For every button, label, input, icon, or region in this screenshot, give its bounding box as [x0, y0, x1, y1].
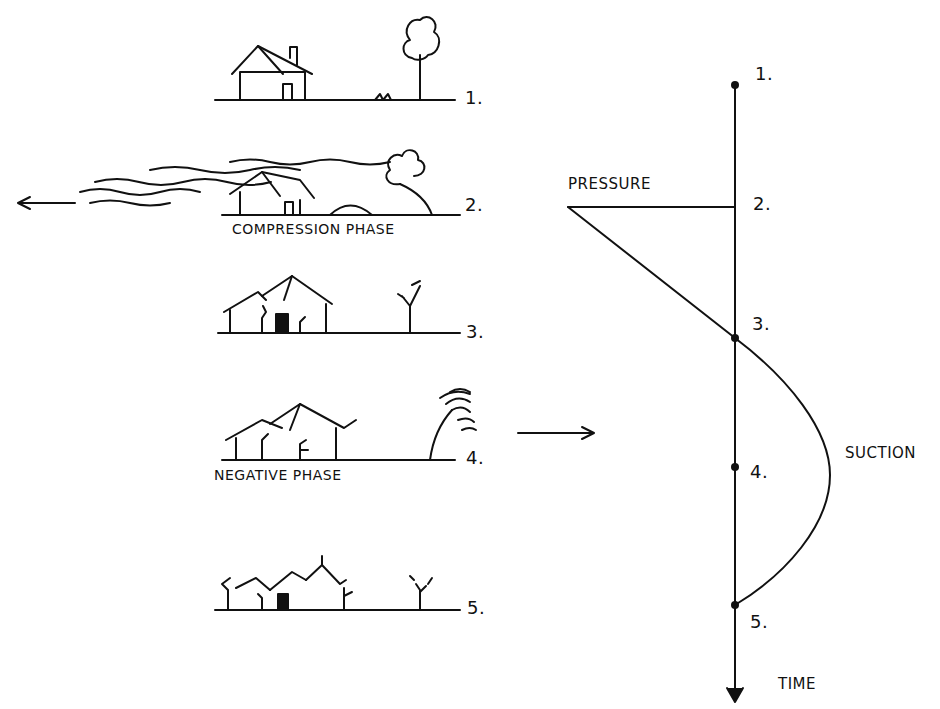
house-damaged	[218, 276, 460, 333]
axis-label: TIME	[778, 676, 816, 693]
stage-number: 2.	[753, 194, 771, 214]
axis-label: PRESSURE	[568, 176, 651, 193]
house-intact	[215, 17, 455, 100]
stage-number: 3.	[752, 314, 770, 334]
phase-label: COMPRESSION PHASE	[232, 222, 395, 237]
house-ruins	[215, 556, 460, 610]
house-negative-phase	[222, 389, 476, 460]
stage-number: 1.	[465, 88, 483, 108]
stage-number: 4.	[466, 448, 484, 468]
stage-number: 4.	[750, 462, 768, 482]
house-compression	[18, 150, 460, 215]
stage-number: 5.	[750, 612, 768, 632]
axis-label: SUCTION	[845, 445, 916, 462]
stage-number: 5.	[467, 598, 485, 618]
phase-label: NEGATIVE PHASE	[214, 468, 342, 483]
pressure-time-chart	[518, 81, 830, 702]
stage-number: 1.	[755, 64, 773, 84]
stage-number: 2.	[465, 195, 483, 215]
stage-number: 3.	[466, 322, 484, 342]
